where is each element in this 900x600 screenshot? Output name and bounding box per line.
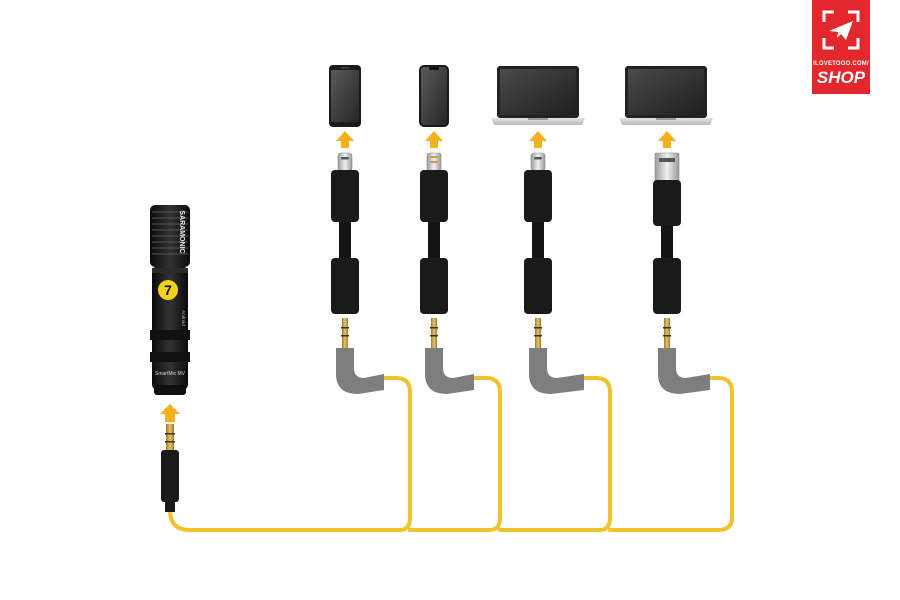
arrow-up-2 xyxy=(425,131,443,148)
cable-to-adapter-2 xyxy=(408,376,502,532)
cable-to-adapter-4 xyxy=(608,376,734,532)
adapter-usb-c-1 xyxy=(331,152,359,314)
mic-model-text: SmartMic MV xyxy=(155,371,186,377)
laptop-2 xyxy=(619,66,713,125)
arrow-up-4 xyxy=(658,131,676,148)
shop-logo[interactable]: ILOVETOGO.COM/ SHOP xyxy=(812,0,870,94)
microphone xyxy=(150,205,190,395)
paper-plane-icon xyxy=(829,21,853,40)
mic-side-text: Android xyxy=(181,310,186,326)
mic-brand-text: SARAMONIC xyxy=(178,210,185,253)
arrow-up-mic xyxy=(160,404,180,422)
trs-connector-4 xyxy=(658,318,710,394)
adapter-usb-a xyxy=(653,152,681,314)
trs-connector-1 xyxy=(336,318,384,394)
mic-trs-plug xyxy=(161,424,179,512)
smartphone-iphone xyxy=(419,65,449,127)
mic-badge-number: 7 xyxy=(164,282,172,298)
trs-connector-3 xyxy=(529,318,584,394)
upload-arrows xyxy=(160,131,676,422)
yellow-cables xyxy=(168,376,734,532)
trs-connector-2 xyxy=(425,318,474,394)
smartphone-android xyxy=(329,65,361,127)
logo-frame-icon xyxy=(822,10,860,50)
laptop-1 xyxy=(491,66,585,125)
adapter-lightning xyxy=(420,152,448,314)
adapter-usb-c-2 xyxy=(524,152,552,314)
cable-to-adapter-1 xyxy=(168,376,412,532)
logo-url-text: ILOVETOGO.COM/ xyxy=(813,61,869,67)
arrow-up-1 xyxy=(336,131,354,148)
arrow-up-3 xyxy=(529,131,547,148)
cable-to-adapter-3 xyxy=(498,376,612,532)
logo-shop-text: SHOP xyxy=(816,68,866,87)
mic-badge xyxy=(158,280,178,300)
